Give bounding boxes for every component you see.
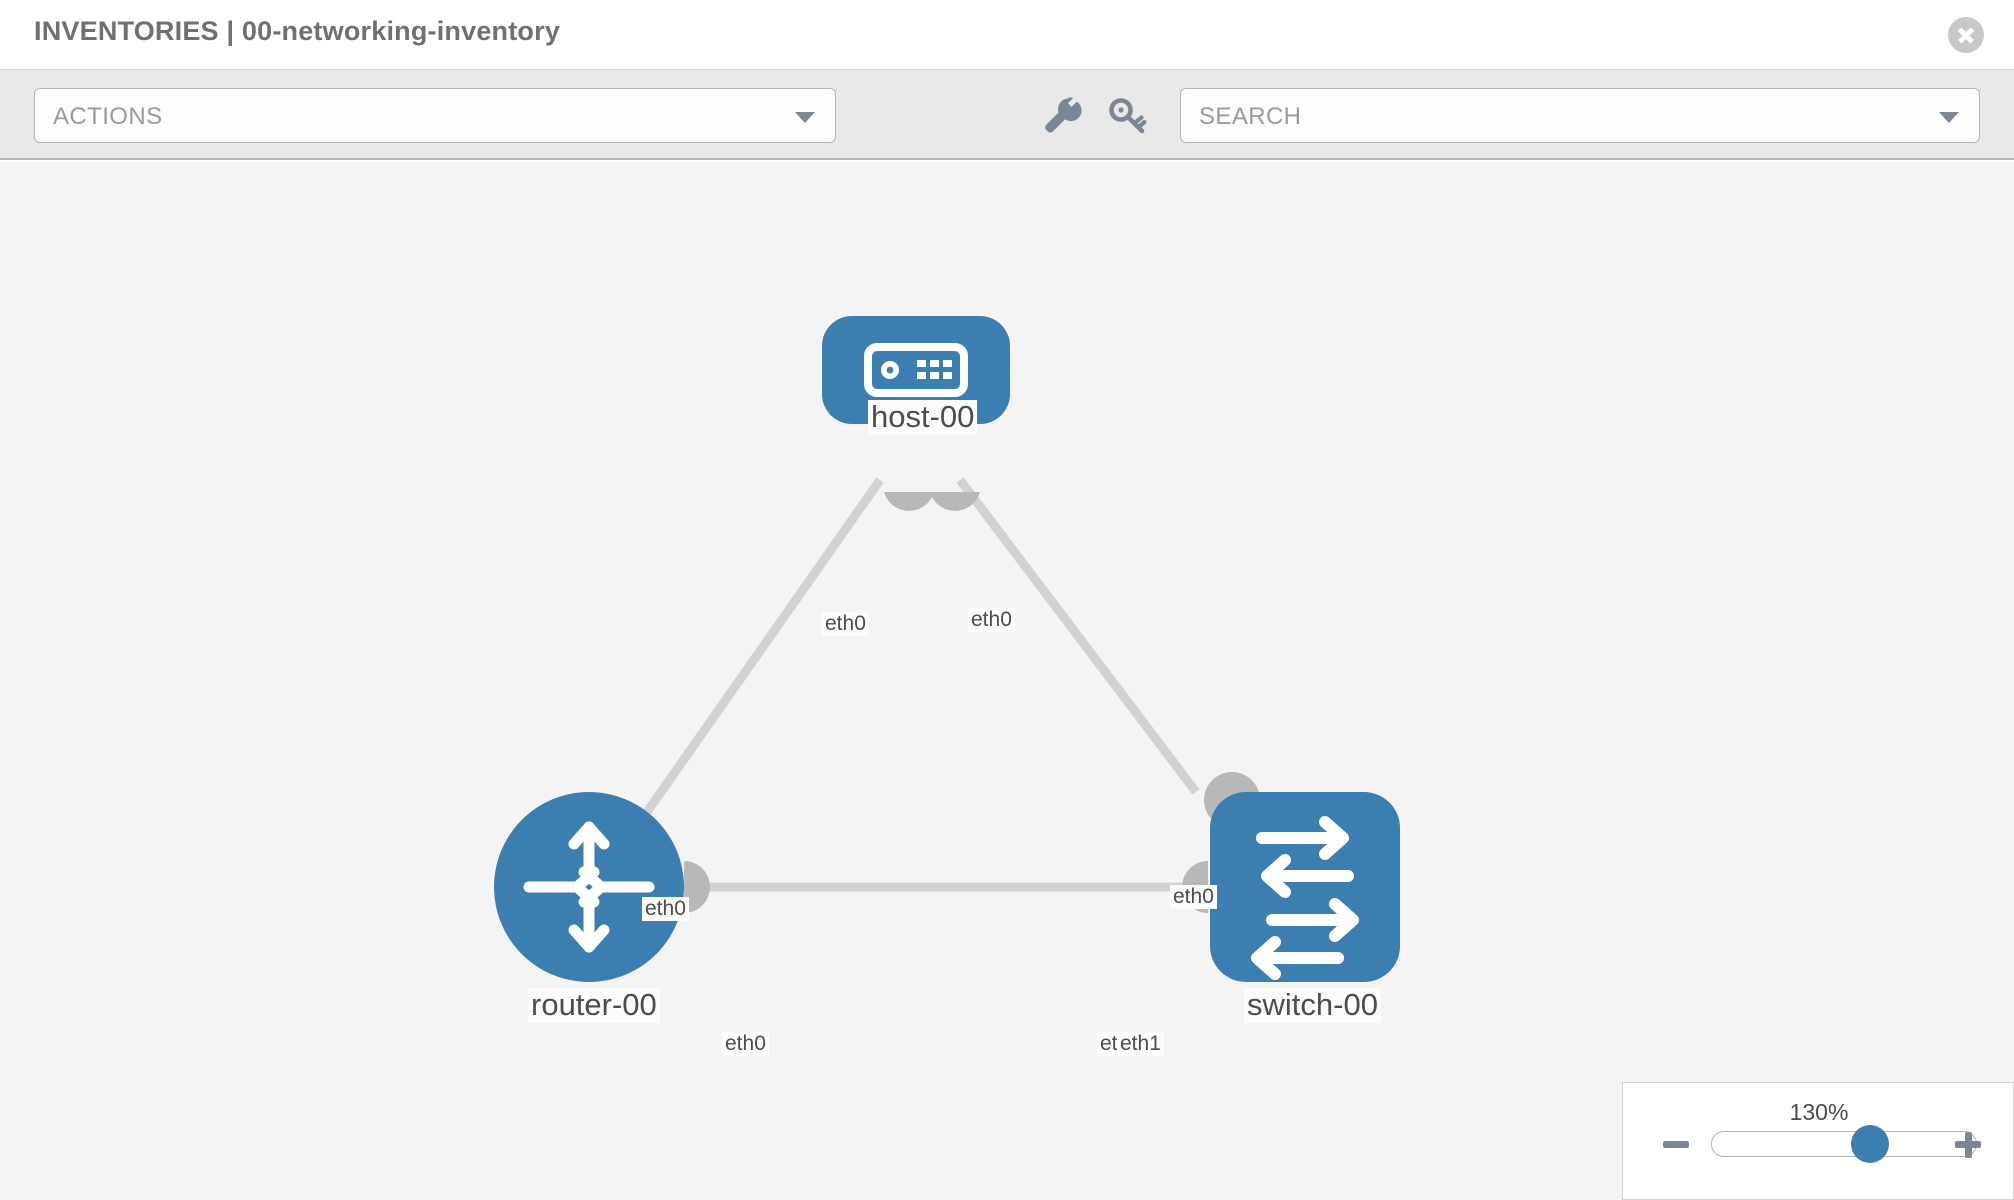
iface-label-host00-eth0-left: eth0: [822, 612, 869, 637]
link-host00-switch00[interactable]: [956, 477, 1200, 795]
toolbar: ACTIONS SEARCH: [0, 70, 2014, 160]
page-header: INVENTORIES | 00-networking-inventory: [0, 0, 2014, 70]
node-host-00-shape[interactable]: [822, 316, 1010, 424]
actions-dropdown[interactable]: ACTIONS: [34, 88, 836, 143]
plus-icon[interactable]: [1955, 1131, 1983, 1159]
iface-label-router00-link-eth0: eth0: [642, 897, 689, 922]
key-icon[interactable]: [1105, 92, 1151, 138]
plus-icon-bar-v: [1965, 1132, 1972, 1158]
switch-arrows-icon: [1251, 816, 1359, 980]
search-input[interactable]: SEARCH: [1180, 88, 1980, 143]
topology-graph: [494, 316, 1400, 982]
zoom-control-panel: 130%: [1622, 1082, 2014, 1200]
chevron-down-icon[interactable]: [1939, 112, 1959, 123]
iface-label-switch00-eth1: eth1: [1117, 1032, 1164, 1057]
search-placeholder: SEARCH: [1199, 103, 1302, 130]
node-router-00-shape[interactable]: [494, 792, 684, 982]
iface-label-router00-eth0: eth0: [722, 1032, 769, 1057]
iface-label-host00-eth0-right: eth0: [968, 608, 1015, 633]
zoom-percent-label: 130%: [1789, 1099, 1849, 1125]
page-title: INVENTORIES | 00-networking-inventory: [34, 16, 561, 46]
node-host-00[interactable]: [822, 316, 1010, 424]
port-host00-eth0-left[interactable]: [884, 492, 934, 511]
router-arrows-icon: [523, 821, 655, 953]
topology-links: [636, 477, 1200, 892]
port-router00-eth0[interactable]: [684, 861, 710, 913]
zoom-slider[interactable]: [1711, 1125, 1977, 1163]
iface-label-switch00-link-eth0: eth0: [1170, 885, 1217, 910]
node-label-host-00: host-00: [868, 400, 978, 435]
zoom-slider-thumb[interactable]: [1851, 1125, 1890, 1163]
server-icon: [864, 343, 968, 397]
node-label-router-00: router-00: [528, 988, 660, 1023]
port-host00-eth0-right[interactable]: [930, 492, 980, 511]
link-host00-router00[interactable]: [636, 477, 884, 825]
wrench-icon[interactable]: [1038, 92, 1084, 138]
topology-ports: [684, 492, 1260, 913]
minus-icon[interactable]: [1663, 1131, 1689, 1157]
chevron-down-icon: [795, 112, 815, 123]
node-label-switch-00: switch-00: [1244, 988, 1381, 1023]
node-switch-00[interactable]: [1210, 792, 1400, 982]
close-icon[interactable]: [1948, 17, 1984, 53]
minus-icon-bar: [1663, 1141, 1689, 1148]
actions-dropdown-label: ACTIONS: [53, 103, 163, 130]
topology-canvas[interactable]: host-00 router-00 switch-00 eth0 eth0 et…: [0, 162, 2014, 1200]
node-router-00[interactable]: [494, 792, 684, 982]
